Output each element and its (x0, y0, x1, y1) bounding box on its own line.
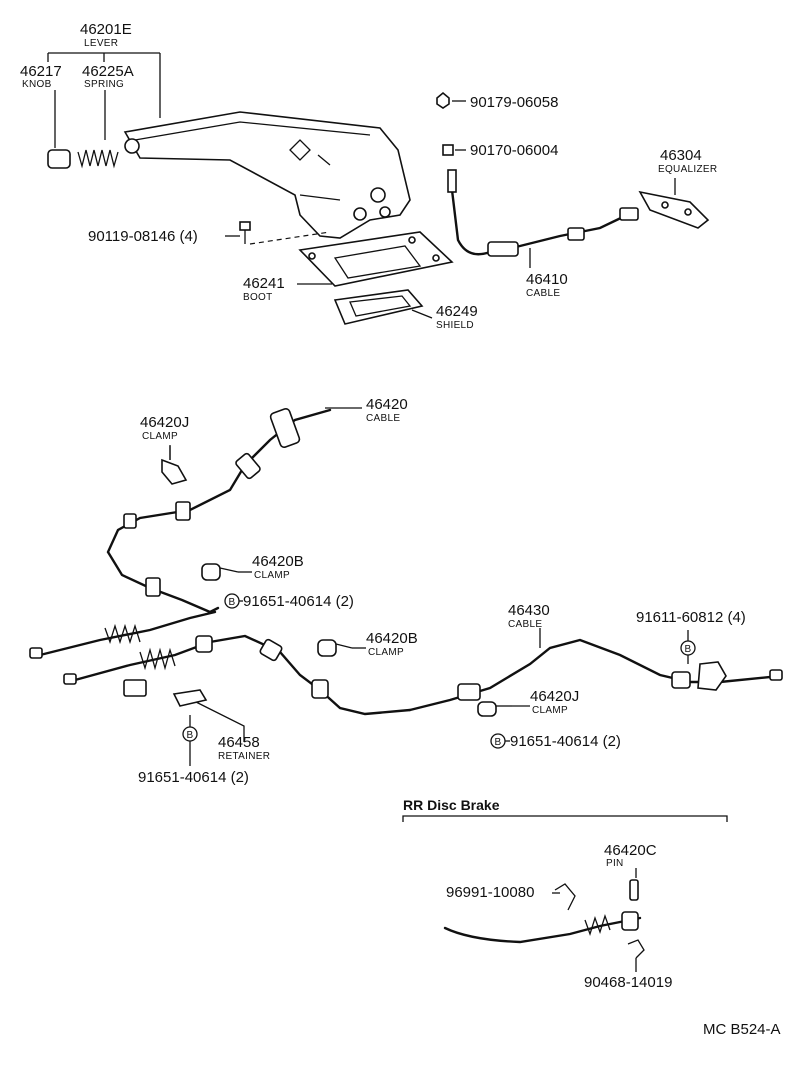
shield-name: SHIELD (436, 320, 474, 331)
front-cable-number: 46410 (526, 271, 568, 288)
clamp-b-number: 46420B (252, 553, 304, 570)
clip1-number: 96991-10080 (446, 884, 534, 901)
rear-cable2-name: CABLE (508, 619, 542, 630)
nut-number: 90179-06058 (470, 94, 558, 111)
retainer-number: 46458 (218, 734, 260, 751)
rear-cable-assembly-drawing (29, 407, 783, 716)
rear-cable-name: CABLE (366, 413, 400, 424)
nut-part (436, 91, 466, 109)
svg-text:B: B (685, 644, 692, 655)
front-cable-name: CABLE (526, 288, 560, 299)
clamp-j2-part (477, 701, 512, 717)
rear-cable-number: 46420 (366, 396, 408, 413)
bolt-marker-b1: B (224, 593, 240, 609)
bolt-b1-number: 91651-40614 (2) (243, 593, 354, 610)
rr-disc-bracket-line (402, 815, 728, 822)
spring-name: SPRING (84, 79, 124, 90)
retainer-name: RETAINER (218, 751, 270, 762)
boot-name: BOOT (243, 292, 273, 303)
shield-number: 46249 (436, 303, 478, 320)
boot-part (297, 231, 454, 287)
clamp-j2-number: 46420J (530, 688, 579, 705)
pin-name: PIN (606, 858, 624, 869)
clamp-j-name: CLAMP (142, 431, 178, 442)
bolt-number: 90119-08146 (4) (88, 228, 198, 245)
clamp-b-name: CLAMP (254, 570, 290, 581)
clamp-b2-part (317, 639, 353, 657)
lever-bolt-part (239, 221, 251, 244)
shield-part (333, 289, 433, 325)
equalizer-number: 46304 (660, 147, 702, 164)
bolt-b2-number: 91651-40614 (2) (510, 733, 621, 750)
front-cable-part (447, 169, 639, 268)
spring-part (77, 149, 119, 169)
lever-assembly-drawing (47, 52, 411, 245)
bolt-b3-number: 91651-40614 (2) (138, 769, 249, 786)
lever-name: LEVER (84, 38, 118, 49)
clamp-j-number: 46420J (140, 414, 189, 431)
clamp-j-part (161, 445, 188, 485)
boot-number: 46241 (243, 275, 285, 292)
pin-number: 46420C (604, 842, 657, 859)
clip2-part (627, 939, 645, 959)
pin-part (629, 879, 639, 901)
nut2-part (442, 144, 466, 156)
part-labels: 46201E LEVER 46217 KNOB 46225A SPRING 90… (20, 21, 781, 1038)
clip2-number: 90468-14019 (584, 974, 672, 991)
rear-cable2-number: 46430 (508, 602, 550, 619)
nut2-number: 90170-06004 (470, 142, 558, 159)
lever-part (123, 111, 411, 239)
spring-number: 46225A (82, 63, 134, 80)
equalizer-part (638, 178, 710, 229)
svg-text:B: B (229, 597, 236, 608)
clip1-part (554, 883, 576, 911)
knob-name: KNOB (22, 79, 52, 90)
lever-number: 46201E (80, 21, 132, 38)
svg-text:B: B (187, 730, 194, 741)
knob-part (47, 149, 71, 169)
svg-text:B: B (495, 737, 502, 748)
leader-lines (169, 446, 560, 894)
knob-number: 46217 (20, 63, 62, 80)
bolt-r-number: 91611-60812 (4) (636, 609, 746, 626)
rr-disc-cable-drawing (443, 868, 645, 972)
clamp-b2-number: 46420B (366, 630, 418, 647)
bolt-marker-b2: B (490, 733, 506, 749)
clamp-j2-name: CLAMP (532, 705, 568, 716)
clamp-b2-name: CLAMP (368, 647, 404, 658)
equalizer-name: EQUALIZER (658, 164, 717, 175)
bolt-marker-r: B (680, 630, 696, 664)
retainer-part (123, 679, 245, 742)
clamp-b-part (201, 563, 239, 581)
rr-disc-header: RR Disc Brake (403, 797, 500, 813)
diagram-code: MC B524-A (703, 1021, 781, 1038)
bolt-marker-b3: B (182, 715, 198, 766)
